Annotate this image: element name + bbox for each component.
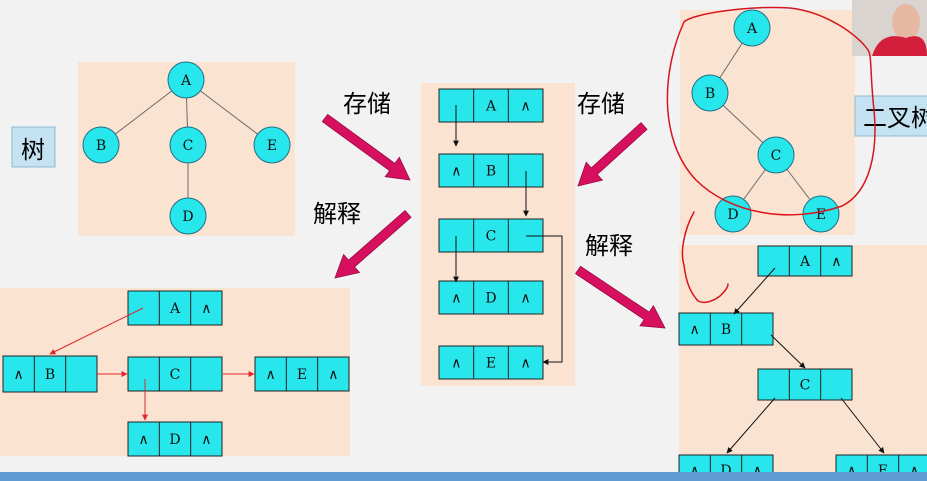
pink-arrow <box>321 113 411 181</box>
field-right: ∧ <box>201 432 211 448</box>
binary-tree-node: C <box>757 136 795 174</box>
linked-node: ∧ D ∧ <box>127 421 223 457</box>
linked-node: ∧ D ∧ <box>438 280 544 315</box>
linked-node: ∧ E ∧ <box>254 356 350 392</box>
node-label: C <box>771 148 782 164</box>
field-left: ∧ <box>14 367 24 383</box>
field-mid: D <box>485 291 496 307</box>
linked-node: ∧ E ∧ <box>438 345 544 380</box>
field-mid: D <box>169 432 180 448</box>
field-mid: B <box>45 367 55 383</box>
binary-linked-panel <box>679 245 927 481</box>
binary-tree-node: B <box>691 74 729 112</box>
field-right: ∧ <box>201 301 211 317</box>
tree-node: D <box>169 197 207 235</box>
field-left: ∧ <box>139 432 149 448</box>
tree-node: C <box>169 126 207 164</box>
pink-arrow <box>577 122 648 187</box>
field-mid: A <box>485 99 497 115</box>
binary-tree-node: A <box>733 9 771 47</box>
tree-node: E <box>253 126 291 164</box>
tree-linked-pointers <box>49 307 255 421</box>
storage-rows: A∧∧BC∧D∧∧E∧ <box>438 88 544 380</box>
node-label: A <box>180 73 192 89</box>
interpret-right-label: 解释 <box>585 232 633 260</box>
node-label: E <box>267 138 277 154</box>
field-left: ∧ <box>266 367 276 383</box>
tree-node: A <box>167 61 205 99</box>
field-mid: B <box>486 164 496 180</box>
field-mid: D <box>720 463 731 479</box>
store-left-label: 存储 <box>343 90 391 118</box>
node-label: E <box>816 207 826 223</box>
node-label: C <box>183 138 194 154</box>
interpret-left-label: 解释 <box>313 200 361 228</box>
linked-node: ∧B <box>438 153 544 188</box>
field-left: ∧ <box>451 356 461 372</box>
binary-tree-nodes: A B C D E <box>691 9 840 233</box>
field-left: ∧ <box>847 463 857 479</box>
field-right: ∧ <box>521 356 531 372</box>
binary-tree-node: D <box>714 195 752 233</box>
field-left: ∧ <box>690 322 700 338</box>
field-right: ∧ <box>521 99 531 115</box>
linked-node: A∧ <box>438 88 544 123</box>
tree-node: B <box>82 126 120 164</box>
tree-label-text: 树 <box>21 136 45 164</box>
binary-linked-pointers <box>726 267 885 454</box>
field-right: ∧ <box>909 463 919 479</box>
field-right: ∧ <box>328 367 338 383</box>
binary-tree-label-text: 二叉树 <box>863 104 927 132</box>
linked-node: A∧ <box>757 245 853 277</box>
bottom-bar <box>0 472 927 481</box>
field-right: ∧ <box>752 463 762 479</box>
field-mid: E <box>486 356 496 372</box>
linked-node: C <box>757 368 853 401</box>
field-left: ∧ <box>451 291 461 307</box>
node-label: A <box>746 21 758 37</box>
node-label: B <box>705 86 715 102</box>
linked-node: ∧B <box>2 355 98 393</box>
linked-node: C <box>127 356 223 392</box>
binary-tree-label: 二叉树 <box>854 95 927 137</box>
pink-arrow <box>574 265 666 329</box>
pink-arrows <box>321 113 666 329</box>
handwritten-annotation <box>666 6 876 304</box>
storage-pointers <box>453 105 563 365</box>
field-mid: A <box>169 301 181 317</box>
tree-label: 树 <box>11 126 56 168</box>
field-left: ∧ <box>451 164 461 180</box>
tree-nodes: A B C E D <box>82 61 291 235</box>
field-mid: C <box>800 378 811 394</box>
field-mid: C <box>486 229 497 245</box>
pink-arrow <box>334 210 412 279</box>
node-label: D <box>182 209 193 225</box>
store-right-label: 存储 <box>577 90 625 118</box>
field-left: ∧ <box>690 463 700 479</box>
linked-node: A∧ <box>127 290 223 326</box>
field-mid: A <box>799 254 811 270</box>
node-label: D <box>727 207 738 223</box>
field-mid: E <box>297 367 307 383</box>
field-mid: B <box>721 322 731 338</box>
field-right: ∧ <box>831 254 841 270</box>
node-label: B <box>96 138 106 154</box>
field-mid: C <box>170 367 181 383</box>
field-mid: E <box>878 463 888 479</box>
linked-node: ∧B <box>678 312 774 346</box>
field-right: ∧ <box>521 291 531 307</box>
presenter-thumbnail <box>852 0 927 56</box>
